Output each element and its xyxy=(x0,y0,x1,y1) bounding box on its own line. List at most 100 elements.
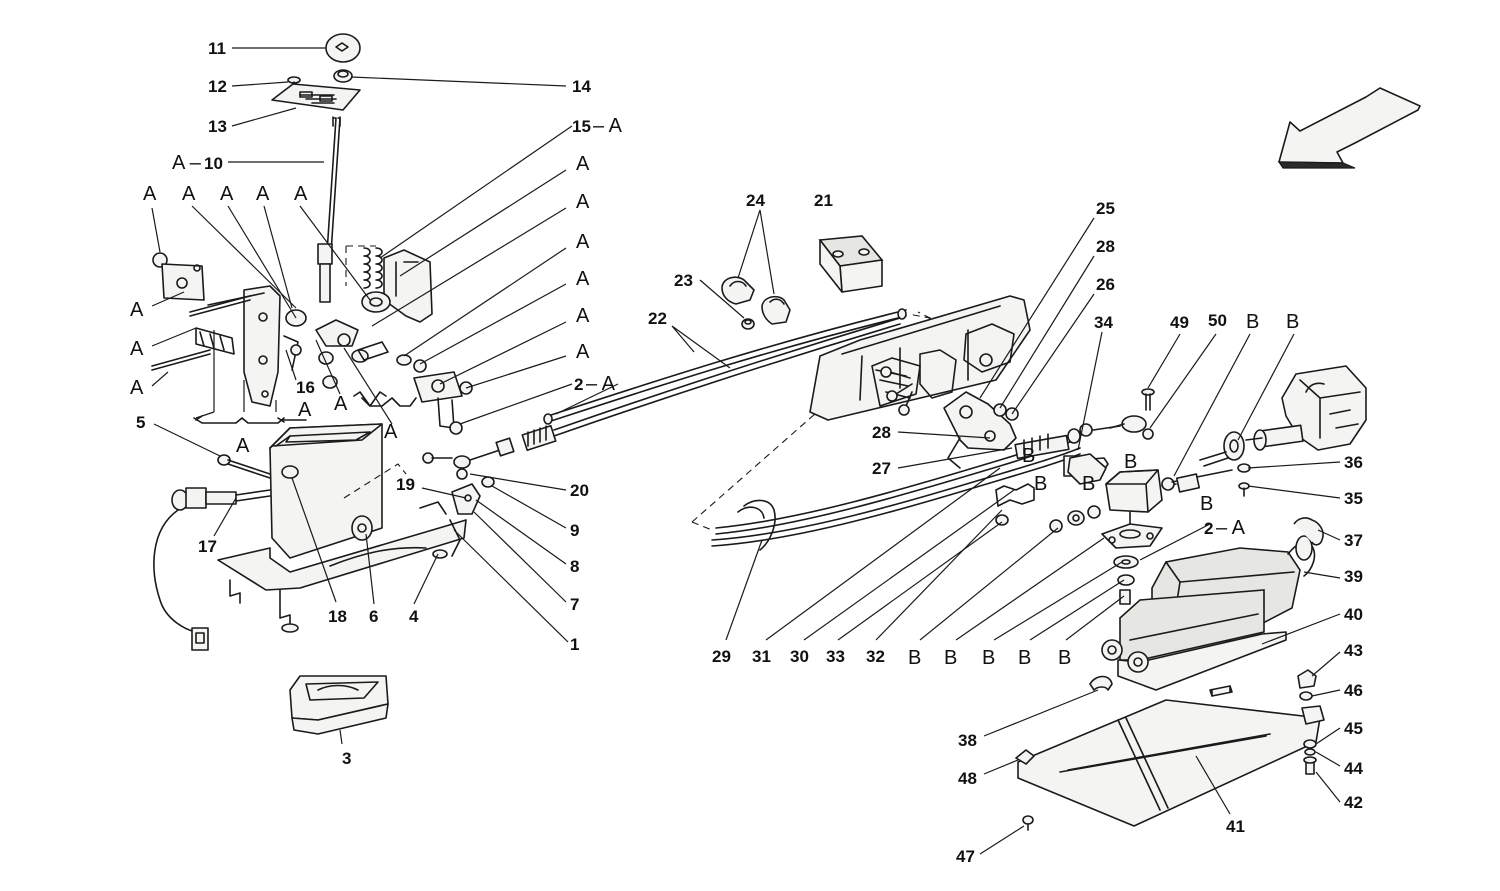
callout-45: 45 xyxy=(1344,719,1363,738)
gear-lever-part xyxy=(317,116,341,303)
callout-38: 38 xyxy=(958,731,977,750)
fasteners-part xyxy=(1015,669,1317,831)
selector-link-part xyxy=(283,309,427,389)
letter-a-9: A xyxy=(220,183,234,205)
cable-bracket-part xyxy=(413,371,473,435)
pivot-bracket-part xyxy=(151,252,281,407)
callout-50: 50 xyxy=(1208,311,1227,330)
callout-30: 30 xyxy=(790,647,809,666)
cable-clip-part xyxy=(451,483,481,515)
gate-plate-part xyxy=(271,83,361,111)
letter-b-12: B xyxy=(1058,647,1071,669)
switch-17-part xyxy=(153,487,271,651)
callout-40: 40 xyxy=(1344,605,1363,624)
letter-b-5: B xyxy=(1082,473,1095,495)
lever-bracket-part xyxy=(943,391,1019,469)
callout-10: 10 xyxy=(204,154,223,173)
letter-a-15: A xyxy=(298,399,312,421)
selector-housing-part xyxy=(1199,365,1367,497)
letter-a-3: A xyxy=(576,231,590,253)
letter-b-9: B xyxy=(944,647,957,669)
callout-10-letter: A – xyxy=(172,152,202,174)
shifter-housing-part xyxy=(269,423,407,559)
callout-34: 34 xyxy=(1094,313,1113,332)
knob-nut-part xyxy=(333,69,353,83)
callout-6: 6 xyxy=(369,607,378,626)
callout-36: 36 xyxy=(1344,453,1363,472)
callout-41: 41 xyxy=(1226,817,1245,836)
cable-end-part xyxy=(422,424,557,488)
letter-b-1: B xyxy=(1246,311,1259,333)
callout-48: 48 xyxy=(958,769,977,788)
screw-49-part xyxy=(1109,388,1155,440)
rod-end-part xyxy=(1067,453,1233,493)
callout-20: 20 xyxy=(570,481,589,500)
callout-28-top: 28 xyxy=(1096,237,1115,256)
callout-12: 12 xyxy=(208,77,227,96)
callout-4: 4 xyxy=(409,607,419,626)
callout-14: 14 xyxy=(572,77,591,96)
letter-a-2: A xyxy=(576,191,590,213)
callout-18: 18 xyxy=(328,607,347,626)
callout-28-mid: 28 xyxy=(872,423,891,442)
letter-b-8: B xyxy=(908,647,921,669)
callout-46: 46 xyxy=(1344,681,1363,700)
callout-27: 27 xyxy=(872,459,891,478)
callout-42: 42 xyxy=(1344,793,1363,812)
hose-clamp-37-part xyxy=(1293,517,1324,546)
letter-a-10: A xyxy=(256,183,270,205)
callout-2-lower-letter: – A xyxy=(1216,517,1246,539)
letter-b-4: B xyxy=(1034,473,1047,495)
letter-b-7: B xyxy=(1200,493,1213,515)
bushings-part xyxy=(995,483,1101,533)
cables-22-part xyxy=(543,308,907,437)
callout-16: 16 xyxy=(296,378,315,397)
callout-47: 47 xyxy=(956,847,975,866)
letter-a-11: A xyxy=(294,183,308,205)
letter-b-2: B xyxy=(1286,311,1299,333)
callout-11: 11 xyxy=(208,39,226,58)
callout-2-letter: – A xyxy=(586,373,616,395)
letter-a-18: A xyxy=(236,435,250,457)
callout-19: 19 xyxy=(396,475,415,494)
pad-21-part xyxy=(818,235,884,293)
boot-3-part xyxy=(289,675,389,735)
callout-15: 15 xyxy=(572,117,591,136)
callout-2-lower: 2 xyxy=(1204,519,1213,538)
callout-29: 29 xyxy=(712,647,731,666)
letter-a-14: A xyxy=(130,377,144,399)
callout-33: 33 xyxy=(826,647,845,666)
callout-3: 3 xyxy=(342,749,351,768)
oil-cooler-part xyxy=(1101,535,1316,691)
callout-37: 37 xyxy=(1344,531,1363,550)
letter-b-10: B xyxy=(982,647,995,669)
callout-31: 31 xyxy=(752,647,771,666)
letter-a-16: A xyxy=(334,393,348,415)
letter-a-4: A xyxy=(576,268,590,290)
letter-b-3: B xyxy=(1022,445,1035,467)
callout-13: 13 xyxy=(208,117,227,136)
callout-39: 39 xyxy=(1344,567,1363,586)
cable-clamp-24-part xyxy=(721,276,791,330)
callout-7: 7 xyxy=(570,595,579,614)
letter-b-11: B xyxy=(1018,647,1031,669)
direction-arrow-icon xyxy=(1277,87,1421,169)
callout-15-letter: – A xyxy=(593,115,623,137)
letter-a-13: A xyxy=(130,338,144,360)
callout-24: 24 xyxy=(746,191,765,210)
bolt-5-part xyxy=(217,454,271,479)
leader-lines xyxy=(151,47,1341,855)
cover-plate-part xyxy=(1017,685,1325,827)
letter-a-8: A xyxy=(182,183,196,205)
callout-43: 43 xyxy=(1344,641,1363,660)
letter-a-12: A xyxy=(130,299,144,321)
callout-49: 49 xyxy=(1170,313,1189,332)
letter-a-17: A xyxy=(384,421,398,443)
hose-clamp-38-part xyxy=(1089,675,1113,691)
spring-bracket-part xyxy=(345,245,433,323)
relay-block-part xyxy=(1101,469,1177,605)
letter-a-5: A xyxy=(576,305,590,327)
callout-17: 17 xyxy=(198,537,217,556)
callout-35: 35 xyxy=(1344,489,1363,508)
